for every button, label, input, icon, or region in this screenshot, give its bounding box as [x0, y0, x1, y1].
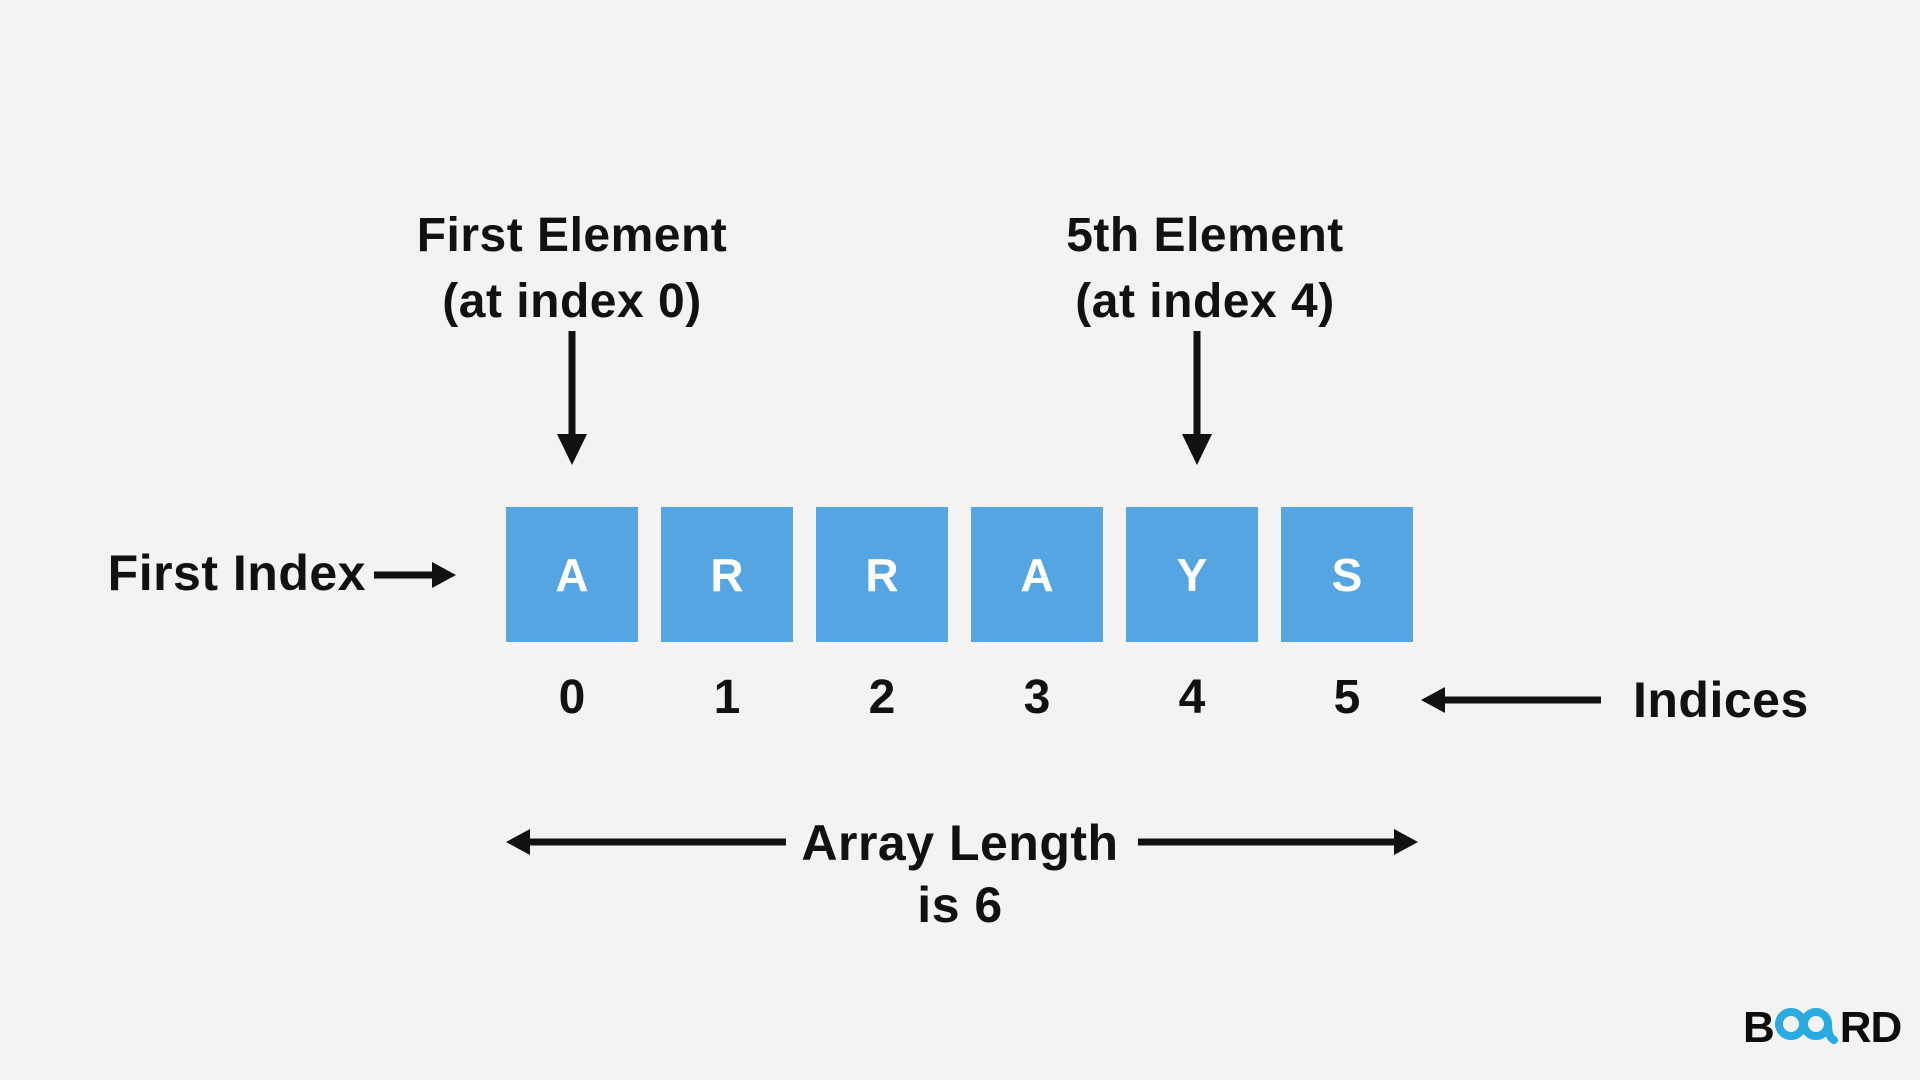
index-label: 2	[868, 671, 896, 724]
arrow-down-icon	[1177, 331, 1217, 465]
fifth-element-annotation: 5th Element (at index 4)	[955, 203, 1455, 335]
logo-suffix: RD	[1839, 1003, 1903, 1052]
index-label: 1	[713, 671, 741, 724]
board-logo: B RD	[1743, 1000, 1903, 1056]
array-length-line2: is 6	[917, 877, 1003, 933]
arrow-right-icon	[1138, 826, 1418, 858]
array-cell: Y	[1126, 507, 1258, 642]
array-cell: A	[506, 507, 638, 642]
arrow-down-icon	[552, 331, 592, 465]
fifth-element-line1: 5th Element	[1066, 209, 1344, 262]
array-cell: R	[661, 507, 793, 642]
array-length-line1: Array Length	[801, 815, 1119, 871]
indices-label: Indices	[1633, 672, 1809, 728]
first-element-line1: First Element	[416, 209, 728, 262]
index-row: 0 1 2 3 4 5	[506, 665, 1413, 731]
index-label: 3	[1023, 671, 1051, 724]
index-label: 0	[558, 671, 586, 724]
first-element-line2: (at index 0)	[442, 275, 702, 328]
array-cell: A	[971, 507, 1103, 642]
first-index-label: First Index	[107, 545, 366, 601]
arrow-left-icon	[1421, 684, 1601, 716]
infinity-icon	[1774, 1006, 1839, 1056]
fifth-element-line2: (at index 4)	[1075, 275, 1335, 328]
logo-prefix: B	[1743, 1003, 1775, 1052]
array-cell: S	[1281, 507, 1413, 642]
arrow-left-icon	[506, 826, 786, 858]
index-label: 5	[1333, 671, 1361, 724]
arrow-right-icon	[374, 559, 456, 591]
array-length-annotation: Array Length is 6	[710, 812, 1210, 936]
first-element-annotation: First Element (at index 0)	[322, 203, 822, 335]
array-cell: R	[816, 507, 948, 642]
index-label: 4	[1178, 671, 1206, 724]
array-cells: A R R A Y S	[506, 507, 1413, 642]
